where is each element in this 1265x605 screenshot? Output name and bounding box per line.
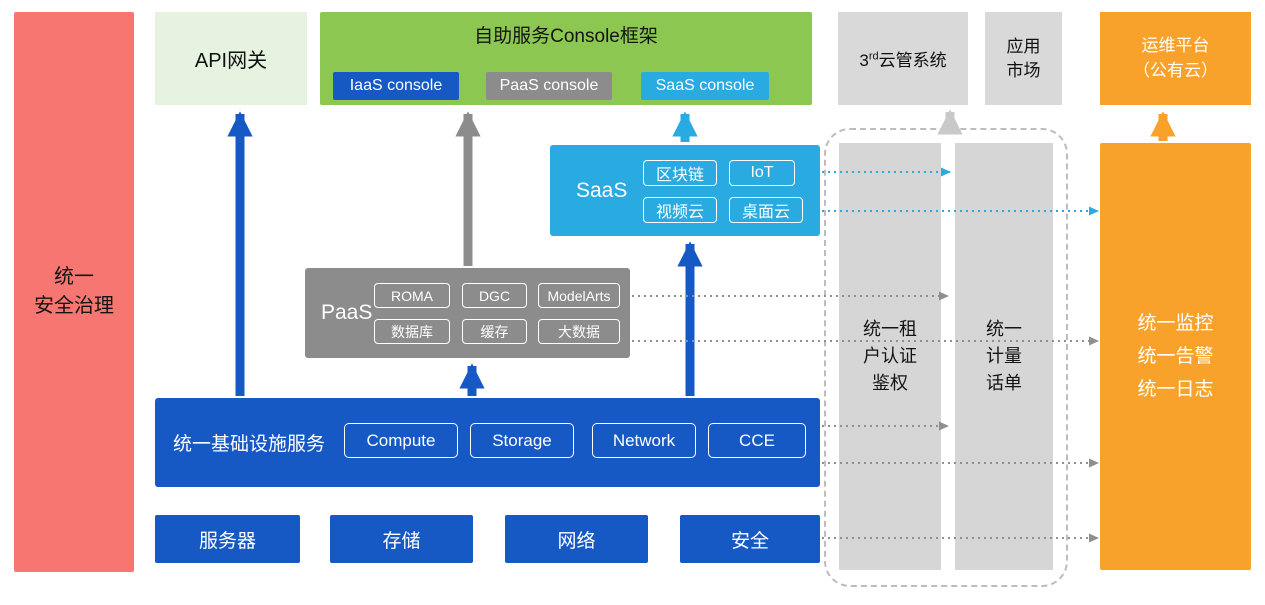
console-framework-box: 自助服务Console框架 IaaS console PaaS console … [320, 12, 812, 105]
metering-billing-column: 统一 计量 话单 [955, 143, 1053, 570]
paas-item-modelarts: ModelArts [538, 283, 620, 308]
paas-item-cache: 缓存 [462, 319, 527, 344]
saas-layer-label: SaaS [576, 178, 628, 202]
paas-layer-label: PaaS [321, 301, 373, 324]
iaas-console-chip: IaaS console [333, 72, 459, 100]
infrastructure-services-label: 统一基础设施服务 [173, 434, 326, 455]
api-gateway-box: API网关 [155, 12, 307, 105]
paas-console-chip: PaaS console [486, 72, 612, 100]
monitoring-alarm-log-box: 统一监控 统一告警 统一日志 [1100, 143, 1251, 570]
third-party-label: 3rd云管系统 [859, 50, 947, 70]
infrastructure-services-box: 统一基础设施服务 Compute Storage Network CCE [155, 398, 820, 487]
om-platform-box: 运维平台 （公有云） [1100, 12, 1251, 105]
saas-item-iot: IoT [729, 160, 795, 186]
infra-item-storage: Storage [470, 423, 574, 458]
paas-item-database: 数据库 [374, 319, 450, 344]
hardware-server-box: 服务器 [155, 515, 300, 563]
paas-item-roma: ROMA [374, 283, 450, 308]
app-market-box: 应用 市场 [985, 12, 1062, 105]
security-governance-bar: 统一 安全治理 [14, 12, 134, 572]
paas-item-bigdata: 大数据 [538, 319, 620, 344]
saas-console-chip: SaaS console [641, 72, 769, 100]
tenant-auth-column: 统一租 户认证 鉴权 [839, 143, 941, 570]
hardware-network-box: 网络 [505, 515, 648, 563]
hardware-storage-box: 存储 [330, 515, 473, 563]
hardware-security-box: 安全 [680, 515, 820, 563]
saas-item-desktop-cloud: 桌面云 [729, 197, 803, 223]
saas-item-video-cloud: 视频云 [643, 197, 717, 223]
infra-item-network: Network [592, 423, 696, 458]
infra-item-compute: Compute [344, 423, 458, 458]
paas-item-dgc: DGC [462, 283, 527, 308]
saas-item-blockchain: 区块链 [643, 160, 717, 186]
paas-layer-box: PaaS ROMA DGC ModelArts 数据库 缓存 大数据 [305, 268, 630, 358]
third-party-cloud-mgmt-box: 3rd云管系统 [838, 12, 968, 105]
infra-item-cce: CCE [708, 423, 806, 458]
saas-layer-box: SaaS 区块链 IoT 视频云 桌面云 [550, 145, 820, 236]
console-framework-title: 自助服务Console框架 [474, 26, 658, 47]
